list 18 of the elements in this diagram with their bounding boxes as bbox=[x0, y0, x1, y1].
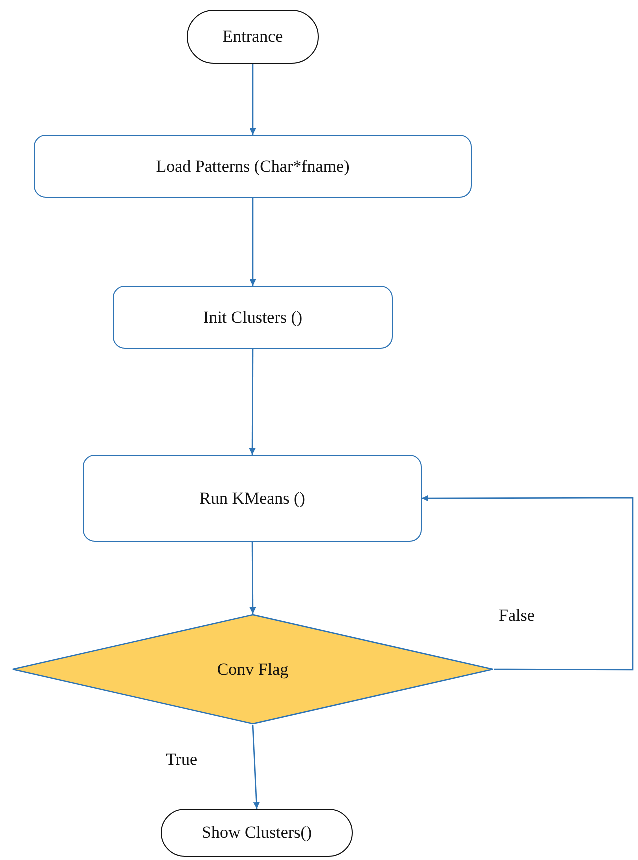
arrow bbox=[250, 198, 256, 286]
process-box bbox=[83, 455, 422, 542]
arrow bbox=[422, 495, 634, 671]
arrow bbox=[250, 542, 256, 614]
process-box bbox=[113, 286, 393, 349]
arrow bbox=[252, 724, 260, 810]
end-terminal bbox=[161, 809, 353, 857]
node-label: Load Patterns (Char*fname) bbox=[156, 156, 350, 176]
node-label: Init Clusters () bbox=[203, 308, 303, 328]
node-label: Conv Flag bbox=[217, 660, 289, 680]
arrow bbox=[250, 64, 256, 135]
node-label: Entrance bbox=[222, 27, 284, 47]
arrow bbox=[249, 349, 256, 455]
process-box bbox=[34, 135, 472, 198]
start-terminal bbox=[187, 10, 319, 64]
decision-diamond bbox=[12, 614, 494, 725]
node-label: Show Clusters() bbox=[202, 823, 312, 843]
node-label: Run KMeans () bbox=[200, 488, 306, 508]
